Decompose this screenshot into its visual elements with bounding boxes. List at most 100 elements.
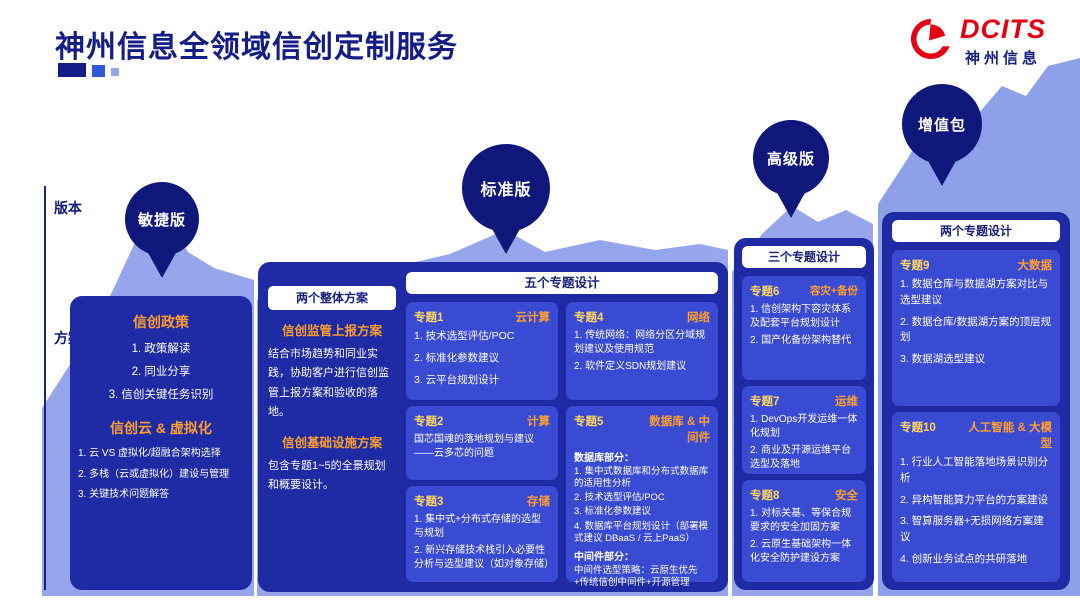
- topic-label: 专题5: [574, 416, 604, 428]
- logo-company-text: 神州信息: [964, 50, 1041, 67]
- overall-plans-pill: 两个整体方案: [268, 286, 396, 310]
- list-item: 1. 云 VS 虚拟化/超融合架构选择: [78, 448, 221, 459]
- list-item: 2. 商业及开源运维平台选型及落地: [750, 445, 852, 470]
- list-item: 2. 标准化参数建议: [414, 351, 500, 364]
- topic-label: 专题1: [414, 312, 444, 324]
- two-topics-pill: 两个专题设计: [892, 220, 1060, 242]
- topic-header: 专题1 云计算: [414, 309, 550, 325]
- topic-4-box: 专题4 网络 1. 传统网络：网络分区分域规划建议及使用规范 2. 软件定义SD…: [566, 302, 718, 400]
- list-item: 3. 信创关键任务识别: [108, 389, 214, 401]
- list-item: 2. 云原生基础架构一体化安全防护建设方案: [750, 539, 852, 564]
- topic-label: 专题8: [750, 490, 780, 502]
- list-item: 1. 行业人工智能落地场景识别分析: [900, 456, 1049, 484]
- page-title: 神州信息全领域信创定制服务: [55, 31, 458, 64]
- list-item: 3. 云平台规划设计: [414, 373, 500, 386]
- topic-header: 专题5 数据库 & 中间件: [574, 413, 710, 445]
- list-item: 1. 信创架构下容灾体系及配套平台规划设计: [750, 304, 852, 329]
- version-marker-label: 高级版: [766, 150, 815, 168]
- list-item: 1. 技术选型评估/POC: [414, 330, 515, 342]
- topic-header: 专题10 人工智能 & 大模型: [900, 419, 1052, 451]
- topic-name: 安全: [835, 490, 858, 502]
- topic-header: 专题6 容灾+备份: [750, 283, 858, 299]
- advanced-panel: 三个专题设计 专题6 容灾+备份 1. 信创架构下容灾体系及配套平台规划设计 2…: [734, 238, 874, 590]
- list-item: 3. 关键技术问题解答: [78, 489, 170, 500]
- topic-header: 专题7 运维: [750, 393, 858, 409]
- topic-header: 专题3 存储: [414, 493, 550, 509]
- version-marker-agile: 敏捷版: [125, 182, 199, 256]
- topic-9-box: 专题9 大数据 1. 数据仓库与数据湖方案对比与选型建议 2. 数据仓库/数据湖…: [892, 250, 1060, 406]
- list-item: 2. 多栈（云或虚拟化）建设与管理: [78, 468, 230, 480]
- plan-body: 包含专题1~5的全景规划和概要设计。: [268, 460, 386, 492]
- topic-label: 专题3: [414, 496, 444, 508]
- topic-label: 专题4: [574, 312, 604, 324]
- three-topics-pill: 三个专题设计: [742, 246, 866, 268]
- topic-name: 容灾+备份: [809, 285, 858, 297]
- topic-label: 专题2: [414, 416, 444, 428]
- list-item: 1. DevOps开发运维一体化规划: [750, 414, 858, 439]
- list-item: 2. 技术选型评估/POC: [574, 492, 665, 504]
- topic-name: 云计算: [515, 312, 551, 324]
- topic-body: 中间件选型策略：云原生优先+传统信创中间件+开源管理: [574, 564, 698, 589]
- topic-name: 网络: [687, 312, 710, 324]
- topic-name: 人工智能 & 大模型: [968, 422, 1052, 450]
- list-item: 2. 国产化备份架构替代: [750, 335, 852, 346]
- topic-header: 专题8 安全: [750, 487, 858, 503]
- plan-heading: 信创基础设施方案: [281, 436, 382, 450]
- list-item: 1. 传统网络：网络分区分域规划建议及使用规范: [574, 330, 706, 355]
- version-marker-label: 敏捷版: [137, 211, 186, 229]
- sub-heading: 中间件部分：: [574, 551, 634, 563]
- dcits-logo-icon: [911, 19, 950, 59]
- topic-label: 专题10: [900, 422, 936, 434]
- list-item: 1. 对标关基、等保合规要求的安全加固方案: [750, 508, 852, 533]
- topic-8-box: 专题8 安全 1. 对标关基、等保合规要求的安全加固方案 2. 云原生基础架构一…: [742, 480, 866, 582]
- plan-heading: 信创监管上报方案: [281, 324, 382, 338]
- axis-line: [44, 186, 46, 590]
- topic-10-box: 专题10 人工智能 & 大模型 1. 行业人工智能落地场景识别分析 2. 异构智…: [892, 412, 1060, 582]
- topic-body: 国芯国魂的落地规划与建议——云多芯的问题: [414, 434, 534, 459]
- standard-panel: 两个整体方案 信创监管上报方案 结合市场趋势和同业实践，协助客户进行信创监管上报…: [258, 262, 728, 592]
- list-item: 3. 数据湖选型建议: [900, 353, 986, 365]
- topic-6-box: 专题6 容灾+备份 1. 信创架构下容灾体系及配套平台规划设计 2. 国产化备份…: [742, 276, 866, 380]
- topic-name: 计算: [527, 416, 550, 428]
- topic-name: 存储: [527, 496, 550, 508]
- plan-body: 结合市场趋势和同业实践，协助客户进行信创监管上报方案和验收的落地。: [268, 348, 389, 418]
- topic-name: 大数据: [1017, 260, 1053, 272]
- title-accent-block: [58, 63, 86, 77]
- five-topics-pill: 五个专题设计: [406, 272, 718, 294]
- section-heading-policy: 信创政策: [133, 314, 189, 330]
- overall-plans-column: 两个整体方案 信创监管上报方案 结合市场趋势和同业实践，协助客户进行信创监管上报…: [268, 286, 396, 496]
- version-marker-advanced: 高级版: [753, 120, 829, 196]
- version-marker-label: 标准版: [480, 182, 532, 199]
- topic-header: 专题9 大数据: [900, 257, 1052, 273]
- list-item: 2. 同业分享: [131, 366, 191, 378]
- list-item: 2. 数据仓库/数据湖方案的顶层规划: [900, 315, 1052, 344]
- version-marker-premium: 增值包: [902, 84, 982, 164]
- topic-header: 专题4 网络: [574, 309, 710, 325]
- topic-name: 数据库 & 中间件: [649, 416, 710, 444]
- list-item: 4. 创新业务试点的共研落地: [900, 552, 1028, 565]
- list-item: 3. 智算服务器+无损网络方案建议: [900, 515, 1044, 543]
- section-heading-cloud: 信创云 & 虚拟化: [110, 420, 212, 436]
- topic-2-box: 专题2 计算 国芯国魂的落地规划与建议——云多芯的问题: [406, 406, 558, 480]
- logo-brand-text: DCITS: [960, 14, 1046, 44]
- version-marker-standard: 标准版: [462, 144, 550, 232]
- list-item: 2. 新兴存储技术栈引入必要性分析与选型建议（如对象存储）: [414, 545, 554, 570]
- list-item: 1. 政策解读: [131, 343, 191, 355]
- topic-label: 专题6: [750, 286, 780, 298]
- dcits-logo: DCITS 神州信息: [908, 16, 1046, 68]
- sub-heading: 数据库部分：: [574, 453, 634, 464]
- topic-7-box: 专题7 运维 1. DevOps开发运维一体化规划 2. 商业及开源运维平台选型…: [742, 386, 866, 474]
- list-item: 1. 数据仓库与数据湖方案对比与选型建议: [900, 278, 1049, 306]
- title-accent-block: [111, 68, 119, 76]
- agile-panel: 信创政策 1. 政策解读 2. 同业分享 3. 信创关键任务识别 信创云 & 虚…: [70, 296, 252, 590]
- topic-label: 专题7: [750, 396, 780, 408]
- topic-5-box: 专题5 数据库 & 中间件 数据库部分： 1. 集中式数据库和分布式数据库的适用…: [566, 406, 718, 588]
- list-item: 4. 数据库平台规划设计（部署模式建议 DBaaS / 云上PaaS）: [574, 520, 709, 544]
- list-item: 2. 异构智能算力平台的方案建设: [900, 493, 1049, 506]
- list-item: 2. 软件定义SDN规划建议: [574, 361, 687, 372]
- list-item: 1. 集中式数据库和分布式数据库的适用性分析: [574, 466, 709, 490]
- topic-1-box: 专题1 云计算 1. 技术选型评估/POC 2. 标准化参数建议 3. 云平台规…: [406, 302, 558, 400]
- premium-panel: 两个专题设计 专题9 大数据 1. 数据仓库与数据湖方案对比与选型建议 2. 数…: [882, 212, 1070, 590]
- topic-3-box: 专题3 存储 1. 集中式+分布式存储的选型与规划 2. 新兴存储技术栈引入必要…: [406, 486, 558, 582]
